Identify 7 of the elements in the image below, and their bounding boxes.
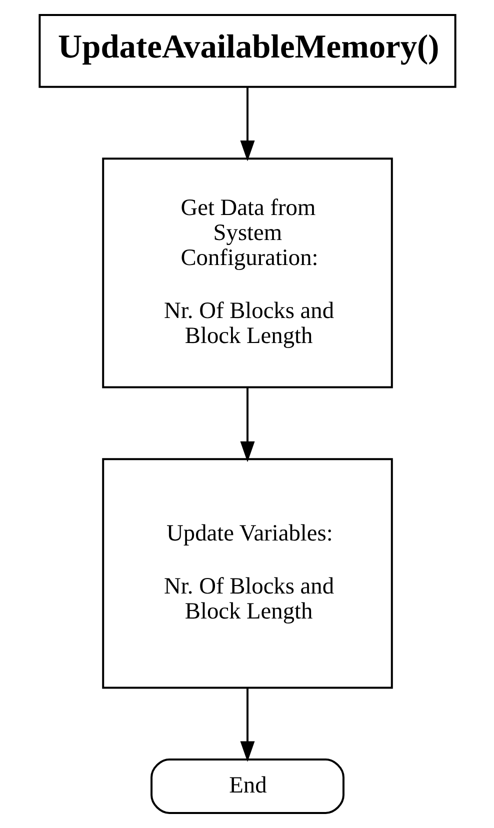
arrow [240, 387, 254, 462]
arrow [240, 688, 254, 762]
node-box: End [150, 758, 344, 814]
arrow [240, 87, 254, 162]
node-box: Update Variables: Nr. Of Blocks and Block Length [102, 458, 392, 689]
node-box: UpdateAvailableMemory() [38, 14, 456, 88]
node-box: Get Data from System Configuration: Nr. Of Blocks and Block Length [102, 158, 392, 388]
